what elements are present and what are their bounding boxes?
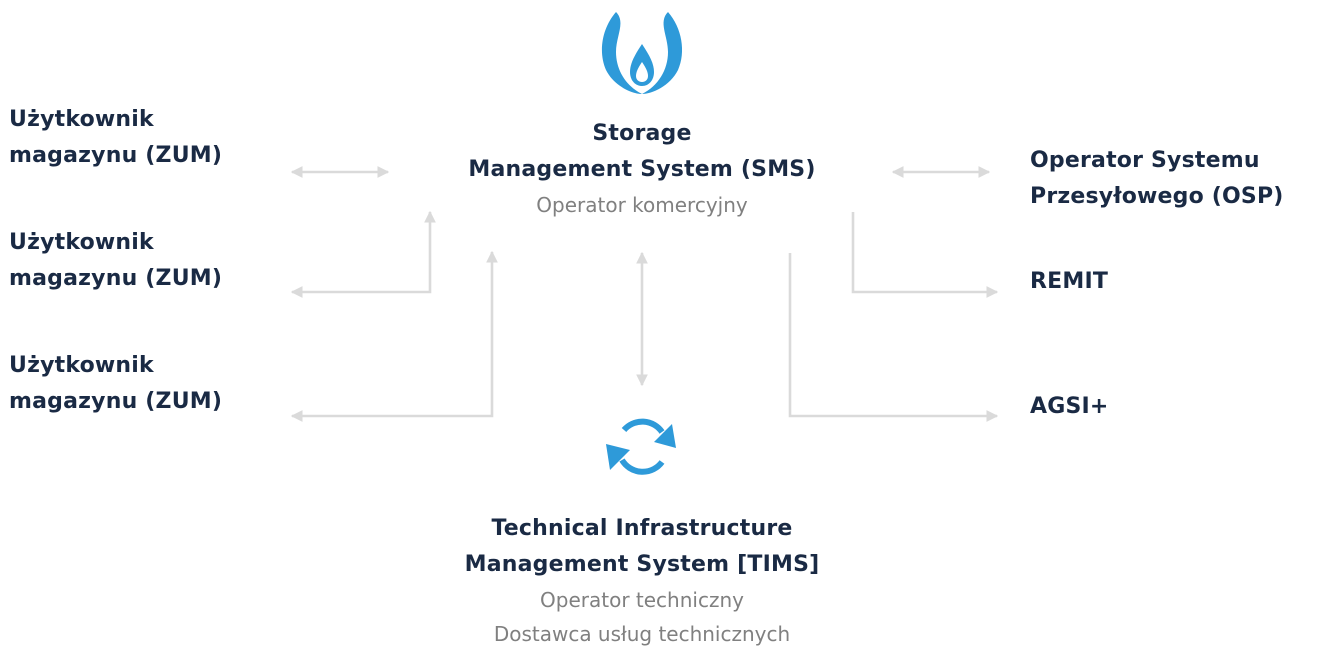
arrow-zum2-sms	[290, 210, 436, 298]
sms-title-line2: Management System (SMS)	[468, 157, 816, 182]
remit-label: REMIT	[1030, 269, 1109, 294]
sms-title-line1: Storage	[592, 121, 692, 146]
zum-1-line2: magazynu (ZUM)	[9, 143, 223, 168]
arrow-sms-agsi	[788, 253, 999, 422]
tims-subtitle-line2: Dostawca usług technicznych	[493, 622, 791, 646]
zum-node-2: Użytkownik magazynu (ZUM)	[9, 225, 222, 297]
zum-3-line1: Użytkownik	[9, 353, 154, 378]
zum-1-line1: Użytkownik	[9, 107, 154, 132]
arrow-zum3-sms	[290, 250, 498, 422]
agsi-label: AGSI+	[1030, 394, 1109, 419]
sms-subtitle: Operator komercyjny	[536, 193, 748, 217]
remit-node: REMIT	[1030, 264, 1108, 300]
tims-title-line2: Management System [TIMS]	[464, 552, 820, 577]
osp-node: Operator Systemu Przesyłowego (OSP)	[1030, 143, 1284, 215]
tims-node: Technical Infrastructure Management Syst…	[380, 511, 904, 651]
gas-flame-icon	[601, 12, 683, 94]
agsi-node: AGSI+	[1030, 389, 1109, 425]
tims-subtitle-line1: Operator techniczny	[540, 588, 744, 612]
sync-arrows-icon	[606, 418, 676, 475]
osp-line1: Operator Systemu	[1030, 148, 1260, 173]
tims-title-line1: Technical Infrastructure	[491, 516, 793, 541]
zum-3-line2: magazynu (ZUM)	[9, 389, 223, 414]
arrow-sms-remit	[851, 212, 999, 298]
zum-node-1: Użytkownik magazynu (ZUM)	[9, 102, 222, 174]
osp-line2: Przesyłowego (OSP)	[1030, 184, 1284, 209]
zum-node-3: Użytkownik magazynu (ZUM)	[9, 348, 222, 420]
zum-2-line2: magazynu (ZUM)	[9, 266, 223, 291]
zum-2-line1: Użytkownik	[9, 230, 154, 255]
sms-node: Storage Management System (SMS) Operator…	[400, 116, 884, 222]
